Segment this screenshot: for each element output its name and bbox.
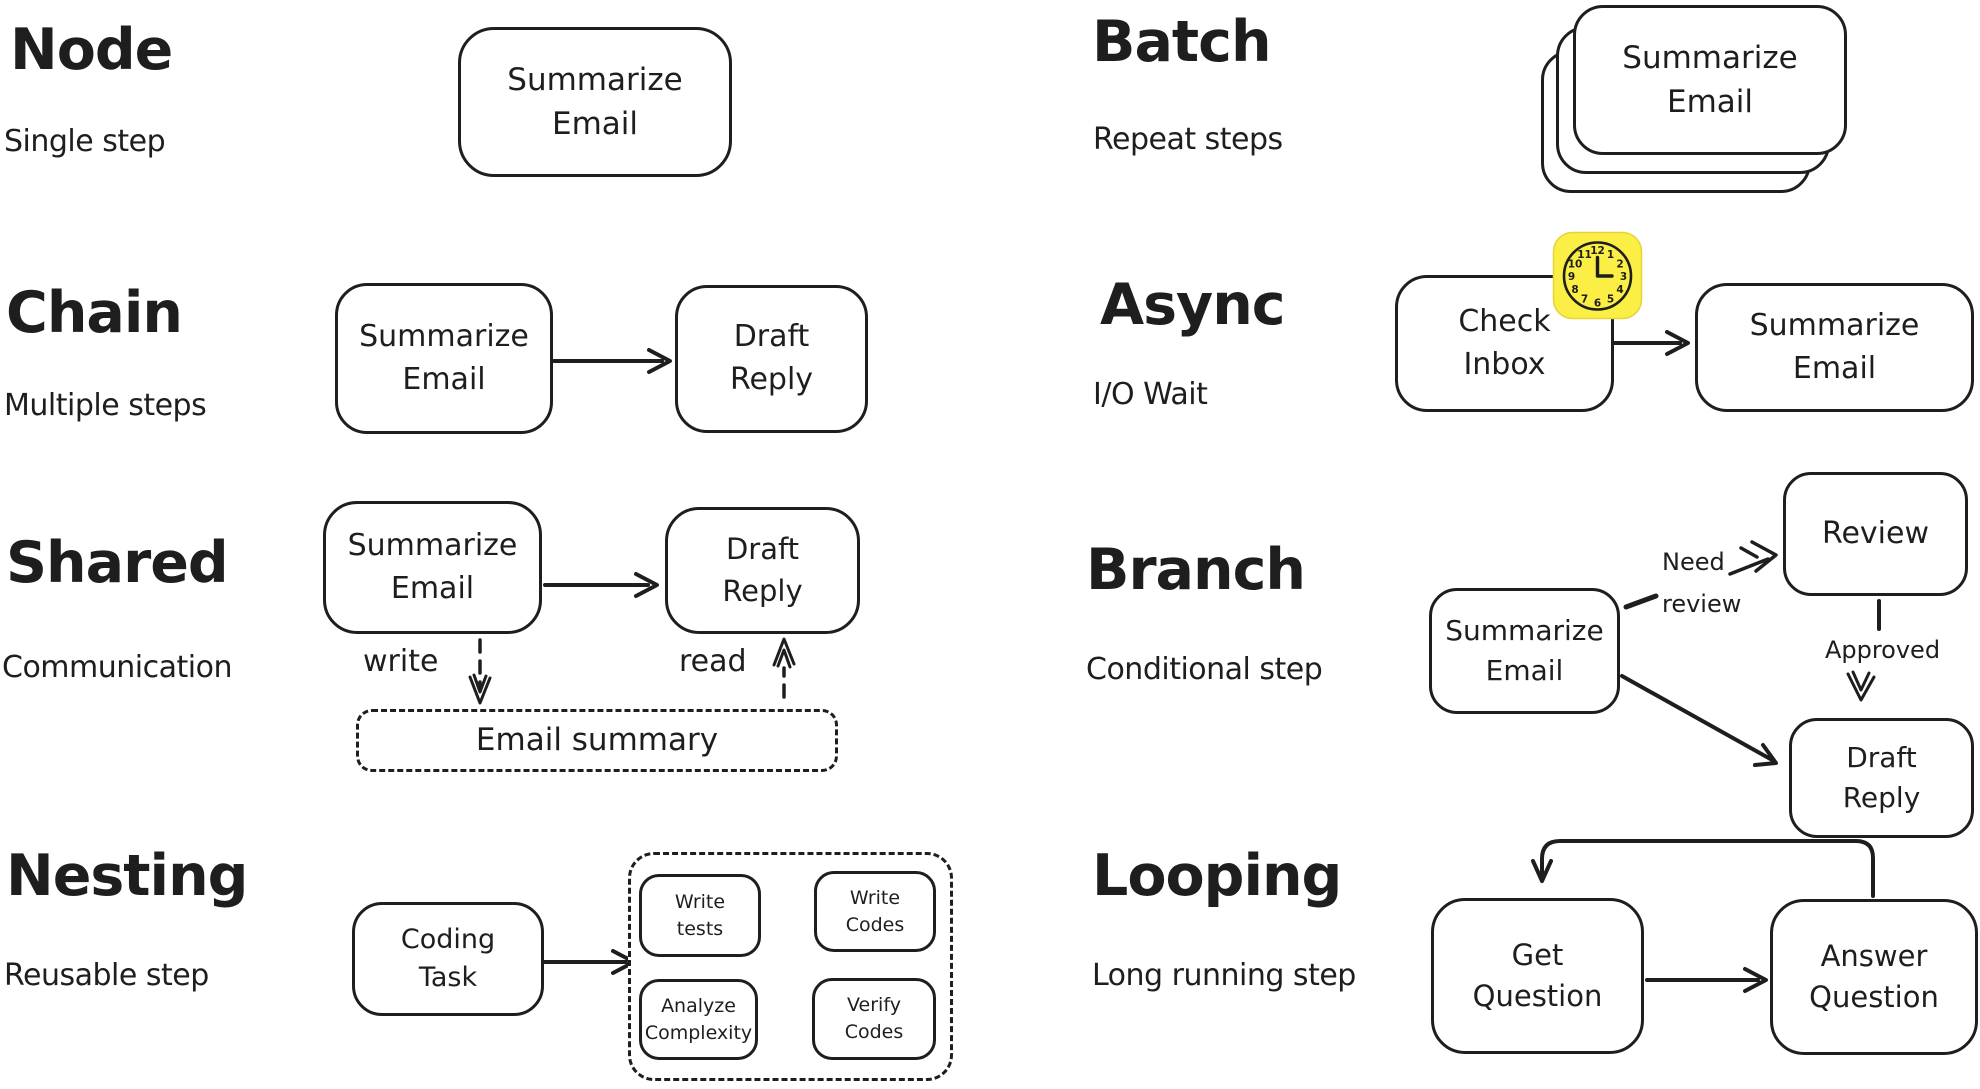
section-subtitle-nesting: Reusable step xyxy=(4,958,209,993)
svg-text:1: 1 xyxy=(1607,249,1614,261)
svg-text:6: 6 xyxy=(1594,298,1601,310)
async-box-summarize-email: Summarize Email xyxy=(1695,283,1974,412)
shared-box-summarize-email: Summarize Email xyxy=(323,501,542,634)
section-title-branch: Branch xyxy=(1086,537,1306,603)
looping-box-answer-question: Answer Question xyxy=(1770,899,1978,1055)
section-title-node: Node xyxy=(10,17,173,83)
svg-text:9: 9 xyxy=(1568,271,1575,283)
shared-box-draft-reply: Draft Reply xyxy=(665,507,860,634)
branch-need-review-label: Need review xyxy=(1662,548,1742,618)
section-subtitle-node: Single step xyxy=(4,124,166,159)
clock-icon: 12 1 2 3 4 5 6 7 8 9 10 11 xyxy=(1552,231,1643,320)
nesting-box-write-tests: Write tests xyxy=(639,874,761,957)
section-title-async: Async xyxy=(1100,272,1286,338)
section-title-batch: Batch xyxy=(1092,9,1272,75)
looping-box-get-question: Get Question xyxy=(1431,898,1644,1054)
branch-corner-dash xyxy=(1623,593,1659,610)
section-subtitle-shared: Communication xyxy=(2,650,232,685)
svg-text:10: 10 xyxy=(1568,259,1583,271)
nesting-box-coding-task: Coding Task xyxy=(352,902,544,1016)
node-box: Summarize Email xyxy=(458,27,732,177)
branch-need-review-arrow xyxy=(1728,540,1778,576)
section-title-looping: Looping xyxy=(1092,843,1342,909)
nesting-box-verify-codes: Verify Codes xyxy=(812,978,936,1060)
shared-arrow xyxy=(543,572,659,598)
section-subtitle-branch: Conditional step xyxy=(1086,652,1323,687)
svg-text:7: 7 xyxy=(1581,294,1588,306)
shared-read-arrowhead xyxy=(772,637,796,669)
section-title-shared: Shared xyxy=(6,530,229,596)
nesting-arrow xyxy=(542,949,636,975)
looping-loopback-arrow xyxy=(1531,839,1875,898)
nesting-box-write-codes: Write Codes xyxy=(814,871,936,952)
svg-text:11: 11 xyxy=(1577,249,1592,261)
batch-card-front: Summarize Email xyxy=(1573,5,1847,155)
svg-text:5: 5 xyxy=(1607,294,1614,306)
section-subtitle-looping: Long running step xyxy=(1092,958,1356,993)
nesting-box-analyze-complexity: Analyze Complexity xyxy=(639,979,758,1060)
branch-diagonal-arrow xyxy=(1620,674,1778,767)
shared-write-arrowhead xyxy=(468,673,492,705)
branch-approved-arrowhead xyxy=(1846,670,1876,702)
shared-store-box: Email summary xyxy=(356,709,838,772)
section-title-chain: Chain xyxy=(6,280,183,346)
svg-text:12: 12 xyxy=(1590,245,1605,257)
svg-text:8: 8 xyxy=(1571,284,1578,296)
section-title-nesting: Nesting xyxy=(6,843,248,909)
section-subtitle-async: I/O Wait xyxy=(1093,377,1208,412)
shared-read-label: read xyxy=(679,644,747,679)
svg-text:3: 3 xyxy=(1620,271,1627,283)
svg-text:2: 2 xyxy=(1616,259,1623,271)
svg-text:4: 4 xyxy=(1616,284,1623,296)
branch-box-summarize-email: Summarize Email xyxy=(1429,588,1620,714)
branch-approved-label: Approved xyxy=(1824,636,1941,664)
async-arrow xyxy=(1612,330,1690,356)
branch-box-review: Review xyxy=(1783,472,1968,596)
chain-arrow xyxy=(552,348,672,374)
chain-box-summarize-email: Summarize Email xyxy=(335,283,553,434)
section-subtitle-chain: Multiple steps xyxy=(4,388,207,423)
shared-write-label: write xyxy=(363,644,439,679)
section-subtitle-batch: Repeat steps xyxy=(1093,122,1283,157)
chain-box-draft-reply: Draft Reply xyxy=(675,285,868,433)
looping-arrow xyxy=(1645,967,1768,993)
branch-box-draft-reply: Draft Reply xyxy=(1789,718,1974,838)
